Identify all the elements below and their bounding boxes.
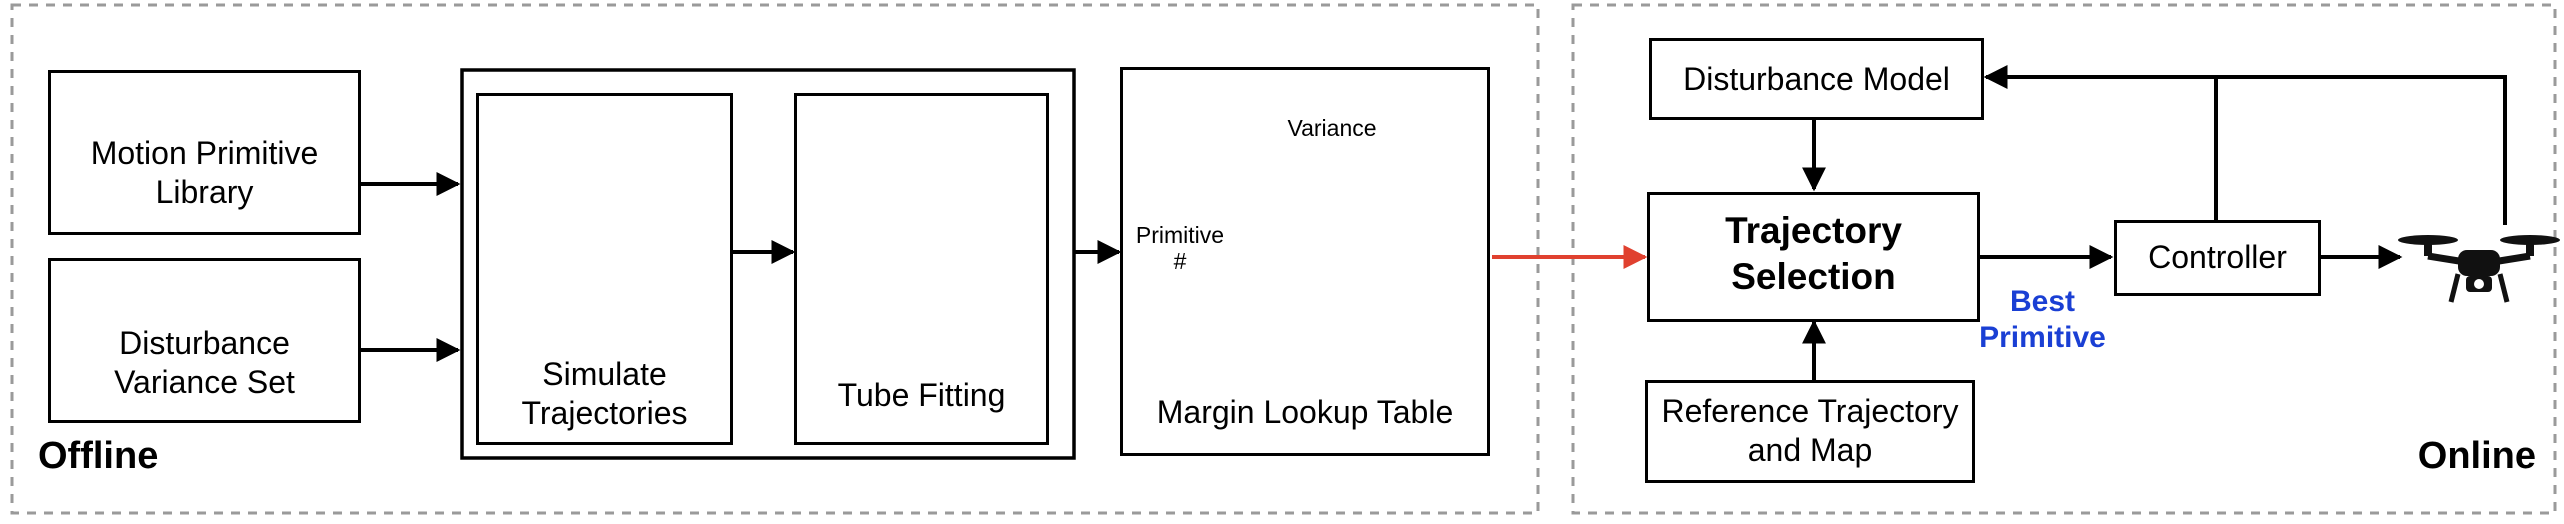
disturbance-model-text: Disturbance Model: [1683, 61, 1950, 97]
simulate-trajectories-box: [476, 93, 733, 445]
motion-primitive-library-box: [48, 70, 361, 235]
disturbance-model-label: Disturbance Model: [1649, 60, 1984, 99]
trajectory-selection-box: [1647, 192, 1980, 322]
simulate-trajectories-label: Simulate Trajectories: [486, 355, 723, 433]
tube-fitting-label: Tube Fitting: [794, 376, 1049, 415]
table-row-header: Primitive #: [1128, 222, 1232, 275]
best-primitive-line2: Primitive: [1979, 321, 2106, 354]
tube-fitting-box: [794, 93, 1049, 445]
disturbance-variance-set-label: Disturbance Variance Set: [90, 324, 319, 402]
offline-title: Offline: [38, 435, 158, 478]
simulate-trajectories-text: Simulate Trajectories: [521, 356, 688, 432]
motion-primitive-library-text: Motion Primitive Library: [90, 135, 319, 211]
reference-trajectory-line2: and Map: [1747, 432, 1873, 469]
table-row-header-line2: #: [1173, 248, 1187, 275]
controller-text: Controller: [2148, 239, 2287, 275]
reference-trajectory-box: [1645, 380, 1975, 483]
tube-fitting-text: Tube Fitting: [837, 377, 1006, 413]
table-col-header: Variance: [1262, 114, 1402, 142]
disturbance-variance-set-box: [48, 258, 361, 423]
margin-lookup-table-label: Margin Lookup Table: [1120, 393, 1490, 432]
trajectory-selection-line2: Selection: [1731, 256, 1896, 298]
trajectory-selection-label: Trajectory Selection: [1647, 208, 1980, 301]
feedback-drone-to-model: [1983, 65, 2507, 225]
margin-lookup-table-box: [1120, 67, 1490, 456]
quadcopter-icon: [2398, 235, 2560, 303]
margin-lookup-table-text: Margin Lookup Table: [1156, 394, 1454, 430]
best-primitive-label: Best Primitive: [1950, 284, 2135, 356]
table-row-header-line1: Primitive: [1135, 222, 1225, 248]
disturbance-variance-set-text: Disturbance Variance Set: [114, 325, 295, 401]
disturbance-model-box: [1649, 38, 1984, 120]
motion-primitive-library-label: Motion Primitive Library: [52, 134, 357, 212]
table-col-header-text: Variance: [1287, 115, 1377, 141]
controller-box: [2114, 220, 2321, 296]
offline-panel: [10, 3, 1540, 515]
reference-trajectory-line1: Reference Trajectory: [1661, 393, 1959, 429]
trajectory-selection-line1: Trajectory: [1725, 210, 1902, 251]
reference-trajectory-label: Reference Trajectory and Map: [1645, 392, 1975, 470]
offline-title-text: Offline: [38, 435, 159, 477]
controller-label: Controller: [2114, 238, 2321, 277]
online-title: Online: [2410, 435, 2536, 478]
online-title-text: Online: [2417, 435, 2536, 477]
best-primitive-line1: Best: [2009, 285, 2076, 318]
